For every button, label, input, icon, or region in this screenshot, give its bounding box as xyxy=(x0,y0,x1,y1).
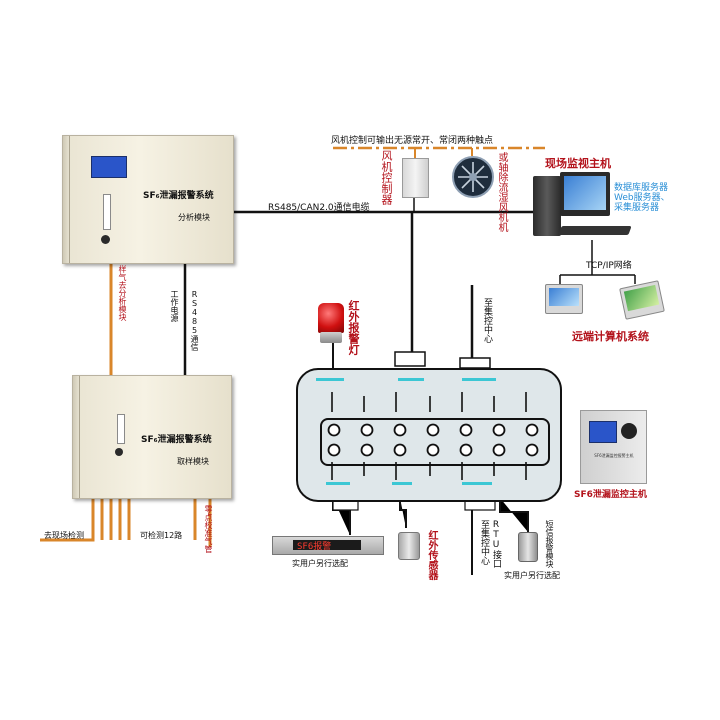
pc-monitor xyxy=(560,172,610,216)
led-display: SF6报警 xyxy=(272,536,384,555)
sampling-cabinet-title: SF₆泄漏报警系统 xyxy=(141,435,212,445)
detect-12-label: 可检测12路 xyxy=(140,531,183,540)
analysis-cabinet-title: SF₆泄漏报警系统 xyxy=(143,191,214,201)
sf6-host-screen xyxy=(589,421,617,443)
remote-system-label: 远端计算机系统 xyxy=(572,330,649,343)
servers-line-2: Web服务器、 xyxy=(614,193,670,203)
pc-tower xyxy=(533,176,561,236)
sampling-module-label: 取样模块 xyxy=(177,457,209,466)
led-display-text: SF6报警 xyxy=(297,542,332,552)
user-config-right: 实用户另行选配 xyxy=(504,571,560,580)
knob[interactable] xyxy=(115,448,123,456)
to-site-label: 去现场检测 xyxy=(44,531,84,540)
sms-module-device xyxy=(518,532,538,562)
infrared-lamp-label: 红外报警灯 xyxy=(347,300,360,355)
fan-icon xyxy=(452,156,494,198)
servers-line-1: 数据库服务器 xyxy=(614,183,669,193)
sf6-host-device: SF6泄漏监控报警主机 xyxy=(580,410,647,484)
infrared-sensor-label: 红外传感器 xyxy=(426,530,437,580)
sf6-host-label: SF6泄漏监控主机 xyxy=(574,490,647,500)
bus-label: RS485/CAN2.0通信电缆 xyxy=(268,203,370,213)
knob[interactable] xyxy=(101,235,110,244)
fan-control-note: 风机控制可输出无源常开、常闭两种触点 xyxy=(331,136,494,146)
sf6-host-keypad[interactable] xyxy=(621,423,637,439)
sample-gas-label: 样气去分析模块 xyxy=(118,265,127,321)
analysis-cabinet: SF₆泄漏报警系统 分析模块 xyxy=(62,135,234,264)
indicator-strip xyxy=(117,414,125,444)
analysis-lcd xyxy=(91,156,127,178)
sf6-host-screen-caption: SF6泄漏监控报警主机 xyxy=(594,453,634,458)
terminal-circles xyxy=(327,423,539,457)
power-label: 工作电源 xyxy=(170,290,179,322)
rtu-label: RTU接口 xyxy=(491,520,501,568)
analysis-module-label: 分析模块 xyxy=(178,213,210,222)
pc-keyboard xyxy=(558,226,632,235)
alarm-lamp xyxy=(318,303,344,333)
fan-controller-label: 风机控制器 xyxy=(380,150,393,205)
user-config-left: 实用户另行选配 xyxy=(292,559,348,568)
monitor-host-label: 现场监视主机 xyxy=(545,157,611,170)
rs485-label: RS485通信 xyxy=(190,290,199,351)
sampling-cabinet: SF₆泄漏报警系统 取样模块 xyxy=(72,375,232,499)
to-center-bottom-label: 至集控中心 xyxy=(479,520,489,565)
indicator-strip xyxy=(103,194,111,230)
servers-line-3: 采集服务器 xyxy=(614,203,660,213)
alarm-lamp-base xyxy=(320,332,342,343)
remote-pc-1 xyxy=(545,284,583,314)
zero-calib-label: 零点校准气管 xyxy=(204,505,213,553)
fan-label: 或轴除流湿风机机 xyxy=(496,152,507,232)
infrared-sensor-device xyxy=(398,532,420,560)
to-center-top-label: 至集控中心 xyxy=(482,298,492,343)
fan-controller-device xyxy=(402,158,429,198)
tcp-ip-label: TCP/IP网络 xyxy=(586,261,632,271)
control-box-wiring xyxy=(316,378,527,485)
sms-label: 短信报警模块 xyxy=(545,520,554,568)
